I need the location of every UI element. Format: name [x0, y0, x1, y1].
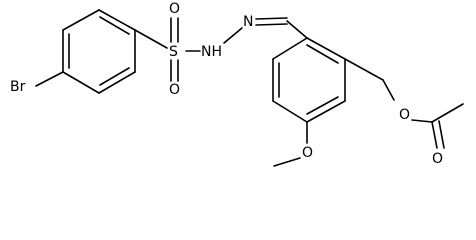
ester-oxygen-label: O	[399, 107, 410, 123]
bond	[134, 29, 168, 49]
bond	[223, 27, 243, 44]
bond	[306, 100, 346, 123]
bond	[306, 44, 339, 64]
bond	[306, 37, 346, 60]
bond	[62, 71, 100, 94]
bond	[411, 119, 433, 123]
bond	[255, 17, 288, 20]
bond	[286, 20, 308, 39]
imine-nitrogen-label: N	[243, 14, 253, 30]
bromophenyl-ring	[62, 9, 136, 94]
methoxy-oxygen-label: O	[302, 145, 313, 161]
methoxyphenyl-ring	[272, 37, 346, 123]
sulfonyl-oxygen-label: O	[169, 82, 180, 98]
chemical-structure: Br S O O NH N O O O	[10, 1, 464, 167]
bond	[272, 37, 308, 60]
bond	[99, 67, 130, 86]
bond	[431, 121, 438, 149]
bromine-atom-label: Br	[10, 79, 26, 95]
bond	[98, 71, 136, 94]
bond	[431, 103, 464, 123]
bond	[255, 23, 288, 26]
bond	[382, 79, 395, 101]
carbonyl-oxygen-label: O	[432, 151, 443, 167]
bond	[344, 58, 384, 81]
amine-nitrogen-label: NH	[201, 44, 222, 60]
bond	[272, 100, 308, 123]
bond	[98, 9, 136, 31]
bond	[99, 16, 130, 35]
bond	[306, 96, 339, 115]
bond	[35, 71, 64, 87]
sulfur-atom-label: S	[169, 44, 178, 60]
bond	[273, 157, 301, 167]
bond	[438, 120, 445, 149]
bond	[62, 9, 100, 31]
sulfonyl-oxygen-label: O	[169, 1, 180, 17]
